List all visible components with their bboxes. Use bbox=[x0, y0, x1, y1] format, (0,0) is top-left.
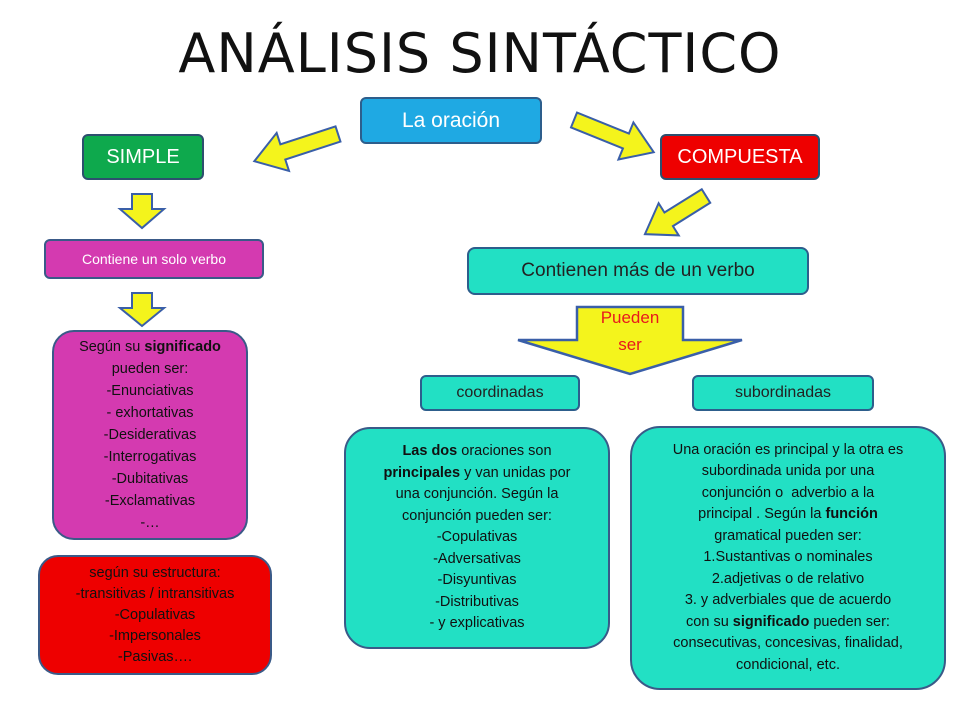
sub-desc-line-7: 2.adjetivas o de relativo bbox=[711, 570, 865, 587]
sub-desc-line-5: gramatical pueden ser: bbox=[714, 527, 862, 544]
sub-desc-bold: significado bbox=[732, 613, 810, 630]
arrow-down-icon bbox=[117, 193, 167, 230]
sub-desc-line-4: principal . Según la función bbox=[698, 504, 878, 526]
node-subordinadas: subordinadas bbox=[692, 375, 874, 411]
coord-desc-line-4: conjunción pueden ser: bbox=[402, 507, 552, 524]
significado-line-2: pueden ser: bbox=[111, 361, 189, 377]
coord-desc-item: - y explicativas bbox=[429, 615, 525, 632]
sub-desc-line-11: condicional, etc. bbox=[736, 656, 840, 673]
pueden-ser-line-1: Pueden bbox=[600, 308, 660, 327]
sub-desc-line-6: 1.Sustantivas o nominales bbox=[703, 549, 873, 566]
estructura-item: -Pasivas…. bbox=[117, 648, 193, 665]
coord-desc-bold: principales bbox=[383, 464, 461, 481]
pueden-ser-label: Pueden ser bbox=[570, 304, 690, 358]
coord-desc-item: -Adversativas bbox=[433, 550, 521, 567]
coord-desc-line-1: Las dos oraciones son bbox=[402, 441, 551, 463]
node-segun-significado: Según su significado pueden ser: -Enunci… bbox=[52, 330, 248, 540]
sub-desc-line-3: conjunción o adverbio a la bbox=[701, 484, 875, 501]
node-contiene-un-solo-verbo: Contiene un solo verbo bbox=[44, 239, 264, 279]
pueden-ser-line-2: ser bbox=[618, 335, 642, 354]
arrow-compuesta-down-icon bbox=[643, 187, 712, 237]
coord-desc-item: -Disyuntivas bbox=[437, 572, 517, 589]
significado-item: -Enunciativas bbox=[106, 383, 194, 399]
sub-desc-line-9: con su significado pueden ser: bbox=[686, 612, 890, 634]
sub-desc-line-2: subordinada unida por una bbox=[701, 463, 875, 480]
arrow-to-simple-icon bbox=[252, 125, 342, 173]
coord-desc-line-3: una conjunción. Según la bbox=[395, 486, 559, 503]
pueden-ser-arrow-icon bbox=[517, 305, 743, 376]
significado-item: - exhortativas bbox=[106, 405, 194, 421]
node-subordinadas-descripcion: Una oración es principal y la otra es su… bbox=[630, 426, 946, 690]
coord-desc-item: -Copulativas bbox=[436, 529, 518, 546]
significado-intro: Según su significado bbox=[79, 336, 221, 358]
sub-desc-bold: función bbox=[825, 506, 878, 523]
coord-desc-item: -Distributivas bbox=[435, 593, 519, 610]
sub-desc-line-1: Una oración es principal y la otra es bbox=[672, 441, 904, 458]
arrow-down-icon bbox=[117, 292, 167, 328]
significado-item: -Desiderativas bbox=[103, 427, 197, 443]
estructura-item: -transitivas / intransitivas bbox=[75, 585, 235, 602]
estructura-intro: según su estructura: bbox=[89, 564, 221, 581]
node-coordinadas-descripcion: Las dos oraciones son principales y van … bbox=[344, 427, 610, 649]
page-title: ANÁLISIS SINTÁCTICO bbox=[178, 22, 782, 85]
sub-desc-text: con su bbox=[686, 613, 733, 630]
node-segun-estructura: según su estructura: -transitivas / intr… bbox=[38, 555, 272, 675]
significado-intro-bold: significado bbox=[144, 339, 221, 355]
significado-item: -Dubitativas bbox=[111, 471, 189, 487]
sub-desc-line-10: consecutivas, concesivas, finalidad, bbox=[673, 635, 903, 652]
arrow-to-compuesta-icon bbox=[569, 111, 656, 161]
estructura-item: -Copulativas bbox=[114, 606, 196, 623]
node-coordinadas: coordinadas bbox=[420, 375, 580, 411]
coord-desc-bold: Las dos bbox=[402, 443, 458, 460]
sub-desc-line-8: 3. y adverbiales que de acuerdo bbox=[684, 592, 892, 609]
significado-intro-text: Según su bbox=[79, 339, 145, 355]
coord-desc-text: y van unidas por bbox=[460, 464, 571, 481]
significado-item: -… bbox=[140, 515, 160, 531]
node-compuesta: COMPUESTA bbox=[660, 134, 820, 180]
coord-desc-line-2: principales y van unidas por bbox=[384, 463, 571, 485]
node-la-oracion: La oración bbox=[360, 97, 542, 144]
significado-item: -Interrogativas bbox=[103, 449, 197, 465]
node-simple: SIMPLE bbox=[82, 134, 204, 180]
sub-desc-text: pueden ser: bbox=[809, 613, 890, 630]
estructura-item: -Impersonales bbox=[109, 627, 201, 644]
coord-desc-text: oraciones son bbox=[457, 443, 552, 460]
node-contienen-mas-de-un-verbo: Contienen más de un verbo bbox=[467, 247, 809, 295]
significado-item: -Exclamativas bbox=[104, 493, 196, 509]
sub-desc-text: principal . Según la bbox=[698, 506, 826, 523]
